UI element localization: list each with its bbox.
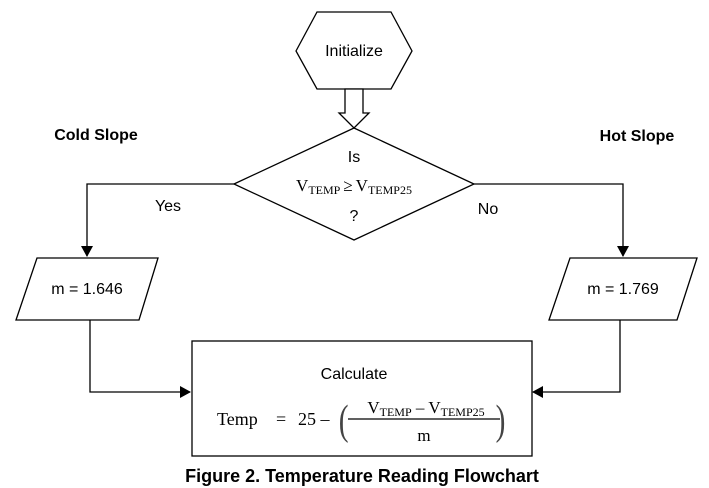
calculate-label: Calculate [321, 366, 388, 383]
hollow-down-arrow [337, 88, 371, 129]
decision-line3: ? [350, 208, 359, 225]
cold-slope-heading: Cold Slope [54, 127, 138, 144]
no-label: No [478, 201, 499, 218]
formula-equals: = [276, 409, 286, 429]
decision-condition: VTEMP≥VTEMP25 [296, 176, 412, 197]
cold-slope-value: m = 1.646 [51, 281, 123, 298]
formula-numerator: VTEMP – VTEMP25 [367, 398, 484, 419]
temperature-formula: Temp = 25 – ( VTEMP – VTEMP25 m ) [217, 397, 505, 445]
formula-constant: 25 – [298, 409, 331, 429]
formula-denominator: m [417, 426, 430, 445]
edge-cold-to-calculate [89, 320, 191, 398]
figure-caption: Figure 2. Temperature Reading Flowchart [185, 466, 539, 486]
yes-label: Yes [155, 198, 181, 215]
hot-slope-node: m = 1.769 [548, 257, 698, 321]
edge-hot-to-calculate [532, 320, 621, 398]
edge-no [474, 183, 629, 257]
formula-paren-open: ( [339, 397, 349, 443]
formula-paren-close: ) [496, 397, 506, 443]
decision-line1: Is [348, 149, 360, 166]
initialize-label: Initialize [325, 43, 383, 60]
calculate-node: Calculate Temp = 25 – ( VTEMP – VTEMP25 … [191, 340, 533, 457]
decision-node: Is VTEMP≥VTEMP25 ? [232, 127, 476, 241]
initialize-node: Initialize [295, 11, 413, 90]
cold-slope-node: m = 1.646 [15, 257, 159, 321]
formula-lhs: Temp [217, 409, 258, 429]
edge-yes [81, 183, 234, 257]
hot-slope-value: m = 1.769 [587, 281, 659, 298]
hot-slope-heading: Hot Slope [600, 128, 675, 145]
